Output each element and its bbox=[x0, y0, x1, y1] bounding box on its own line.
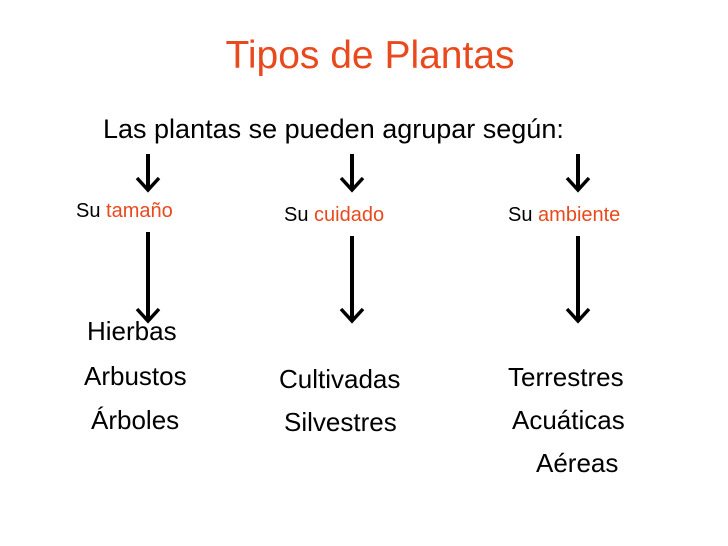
category-ambiente: Su ambiente bbox=[508, 204, 620, 227]
list-item: Silvestres bbox=[284, 407, 397, 437]
category-keyword: cuidado bbox=[314, 204, 385, 226]
category-prefix: Su bbox=[508, 204, 533, 226]
list-item: Aéreas bbox=[536, 448, 619, 478]
arrow-ambiente-bottom-icon bbox=[565, 236, 591, 323]
list-item: Árboles bbox=[91, 405, 180, 435]
arrow-ambiente-top-icon bbox=[565, 154, 591, 192]
category-cuidado: Su cuidado bbox=[284, 204, 384, 227]
list-item: Arbustos bbox=[84, 361, 187, 391]
category-prefix: Su bbox=[76, 200, 101, 222]
list-item: Cultivadas bbox=[279, 364, 401, 394]
subtitle: Las plantas se pueden agrupar según: bbox=[103, 114, 564, 144]
list-item: Hierbas bbox=[87, 316, 177, 346]
category-prefix: Su bbox=[284, 204, 309, 226]
page-title: Tipos de Plantas bbox=[225, 34, 515, 77]
category-keyword: ambiente bbox=[538, 204, 621, 226]
category-keyword: tamaño bbox=[106, 200, 173, 222]
list-item: Terrestres bbox=[508, 362, 624, 392]
list-item: Acuáticas bbox=[512, 405, 625, 435]
arrow-tamano-bottom-icon bbox=[135, 232, 161, 323]
category-tamano: Su tamaño bbox=[76, 200, 173, 223]
arrow-tamano-top-icon bbox=[135, 154, 161, 192]
arrow-cuidado-top-icon bbox=[339, 154, 365, 192]
arrow-cuidado-bottom-icon bbox=[339, 236, 365, 323]
